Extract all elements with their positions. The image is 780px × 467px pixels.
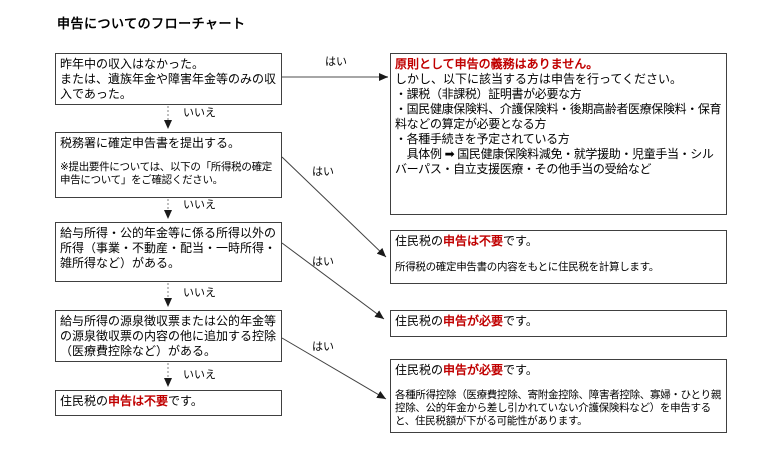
edge-label-yes-4: はい <box>312 341 334 353</box>
flow-box-resident-tax-required-deductions: 住民税の申告が必要です。 各種所得控除（医療費控除、寄附金控除、障害者控除、寡婦… <box>390 359 727 433</box>
flow-box-resident-tax-not-required-final: 住民税の申告は不要です。 <box>55 390 282 416</box>
box-text: 住民税の申告は不要です。 <box>395 234 722 249</box>
flow-box-other-income: 給与所得・公的年金等に係る所得以外の所得（事業・不動産・配当・一時所得・雑所得な… <box>55 222 282 282</box>
flow-box-no-income: 昨年中の収入はなかった。 または、遺族年金や障害年金等のみの収入であった。 <box>55 53 282 105</box>
arrow-yes-3 <box>281 242 385 320</box>
box-subheading: しかし、以下に該当する方は申告を行ってください。 <box>395 72 683 86</box>
red-text-segment: 申告が必要 <box>443 314 504 328</box>
page-title: 申告についてのフローチャート <box>57 16 246 31</box>
text-segment: 住民税の <box>395 314 444 328</box>
red-text-segment: 申告は不要 <box>108 394 169 408</box>
flow-box-resident-tax-not-required: 住民税の申告は不要です。 所得税の確定申告書の内容をもとに住民税を計算します。 <box>390 230 727 284</box>
flow-box-resident-tax-required: 住民税の申告が必要です。 <box>390 310 727 337</box>
edge-label-yes-2: はい <box>312 166 334 178</box>
box-text: 住民税の申告が必要です。 <box>395 314 722 329</box>
box-heading-red: 原則として申告の義務はありません。 <box>395 57 599 71</box>
edge-label-no-2: いいえ <box>183 199 216 211</box>
text-segment: です。 <box>503 314 538 328</box>
edge-label-no-3: いいえ <box>183 287 216 299</box>
text-segment: です。 <box>168 394 203 408</box>
box-details: ・課税（非課税）証明書が必要な方 ・国民健康保険料、介護保険料・後期高齢者医療保… <box>395 87 722 176</box>
arrow-yes-4 <box>281 337 387 400</box>
arrow-yes-2 <box>281 156 387 258</box>
box-text: 給与所得・公的年金等に係る所得以外の所得（事業・不動産・配当・一時所得・雑所得な… <box>60 226 277 270</box>
box-note: 所得税の確定申告書の内容をもとに住民税を計算します。 <box>395 261 659 273</box>
flow-box-no-filing-obligation: 原則として申告の義務はありません。 しかし、以下に該当する方は申告を行ってくださ… <box>390 53 727 215</box>
edge-label-yes-3: はい <box>312 256 334 268</box>
text-segment: 住民税の <box>60 394 109 408</box>
box-text: 昨年中の収入はなかった。 または、遺族年金や障害年金等のみの収入であった。 <box>60 57 277 101</box>
edge-label-yes-1: はい <box>325 56 347 68</box>
box-text: 税務署に確定申告書を提出する。 <box>60 136 241 150</box>
text-segment: 住民税の <box>395 234 444 248</box>
box-text: 住民税の申告は不要です。 <box>60 394 277 409</box>
text-segment: です。 <box>503 234 538 248</box>
flow-box-submit-tax-return: 税務署に確定申告書を提出する。 ※提出要件については、以下の「所得税の確定申告に… <box>55 132 282 198</box>
edge-label-no-4: いいえ <box>183 369 216 381</box>
box-text: 住民税の申告が必要です。 <box>395 363 722 378</box>
box-note: ※提出要件については、以下の「所得税の確定申告について」をご確認ください。 <box>60 161 272 186</box>
red-text-segment: 申告が必要 <box>443 363 504 377</box>
text-segment: 住民税の <box>395 363 444 377</box>
red-text-segment: 申告は不要 <box>443 234 504 248</box>
edge-label-no-1: いいえ <box>183 107 216 119</box>
box-note: 各種所得控除（医療費控除、寄附金控除、障害者控除、寡婦・ひとり親控除、公的年金か… <box>395 389 722 427</box>
text-segment: です。 <box>503 363 538 377</box>
flow-box-additional-deductions: 給与所得の源泉徴収票または公的年金等の源泉徴収票の内容の他に追加する控除（医療費… <box>55 310 282 362</box>
box-text: 給与所得の源泉徴収票または公的年金等の源泉徴収票の内容の他に追加する控除（医療費… <box>60 314 277 358</box>
